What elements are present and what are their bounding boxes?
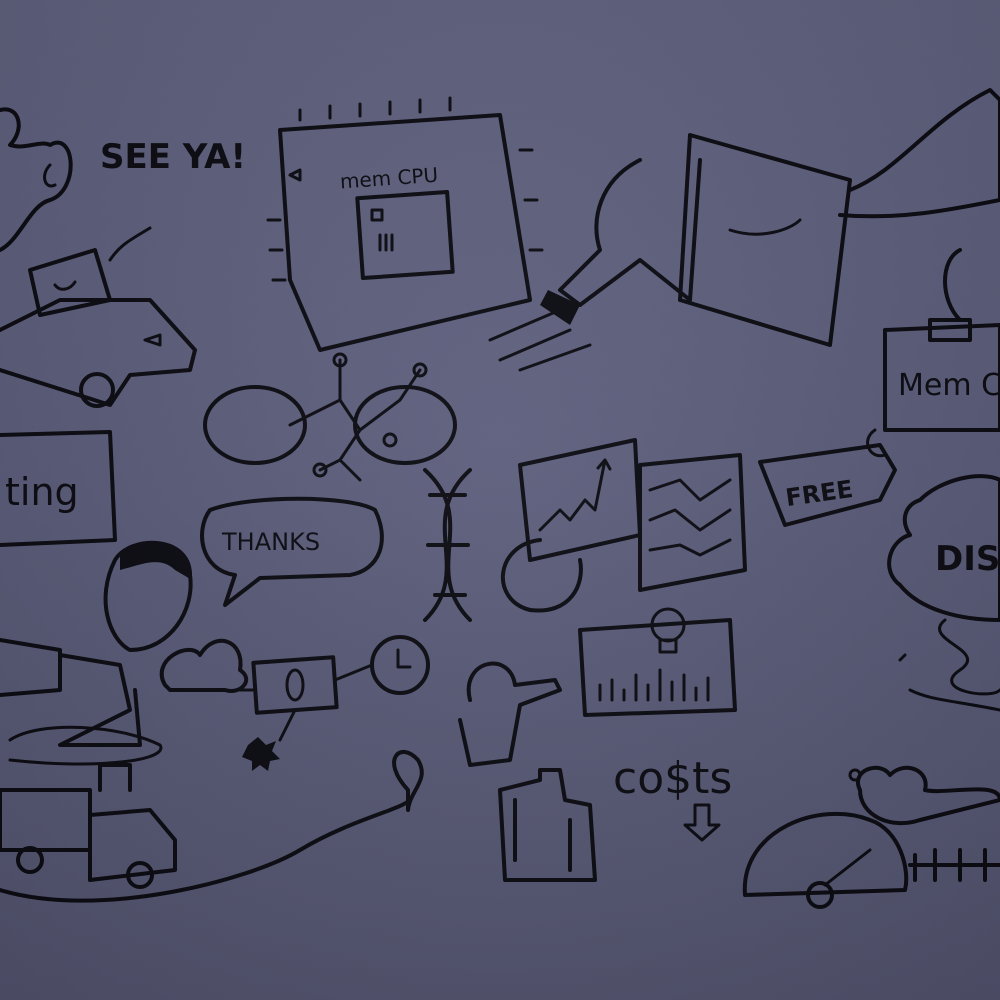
- office-building: [498, 768, 597, 882]
- mouse-character: [0, 107, 73, 252]
- money-network: [159, 635, 430, 771]
- cpu-chip: [266, 96, 544, 352]
- speed-gauge: [742, 765, 1000, 909]
- free-text: FREE: [784, 475, 855, 512]
- businessman: [0, 540, 193, 766]
- free-tag: [758, 443, 897, 527]
- dis-text: DIS: [935, 539, 1000, 579]
- mem-sign-text: Mem C: [898, 368, 1000, 403]
- see-ya-text: SEE YA!: [100, 137, 246, 177]
- computing-sign: [0, 430, 117, 547]
- network-capsules: [203, 352, 457, 482]
- dna-helix: [423, 468, 472, 622]
- car-with-laptop: [0, 226, 197, 408]
- muscle-arms-box: [488, 88, 1000, 372]
- delivery-truck: [0, 750, 424, 903]
- growth-chart: [501, 438, 747, 613]
- tornado: [898, 618, 1000, 712]
- thanks-text: THANKS: [221, 528, 320, 556]
- costs-text: co$ts: [613, 753, 732, 804]
- mem-cpu-text: mem CPU: [339, 163, 439, 194]
- thanks-speech-bubble: [200, 496, 384, 607]
- mem-sign: [866, 248, 1000, 458]
- down-arrow-icon: [683, 803, 721, 842]
- computing-text: ting: [5, 470, 79, 514]
- explosion-cloud: [887, 474, 1000, 622]
- presenter-chart: [458, 607, 737, 767]
